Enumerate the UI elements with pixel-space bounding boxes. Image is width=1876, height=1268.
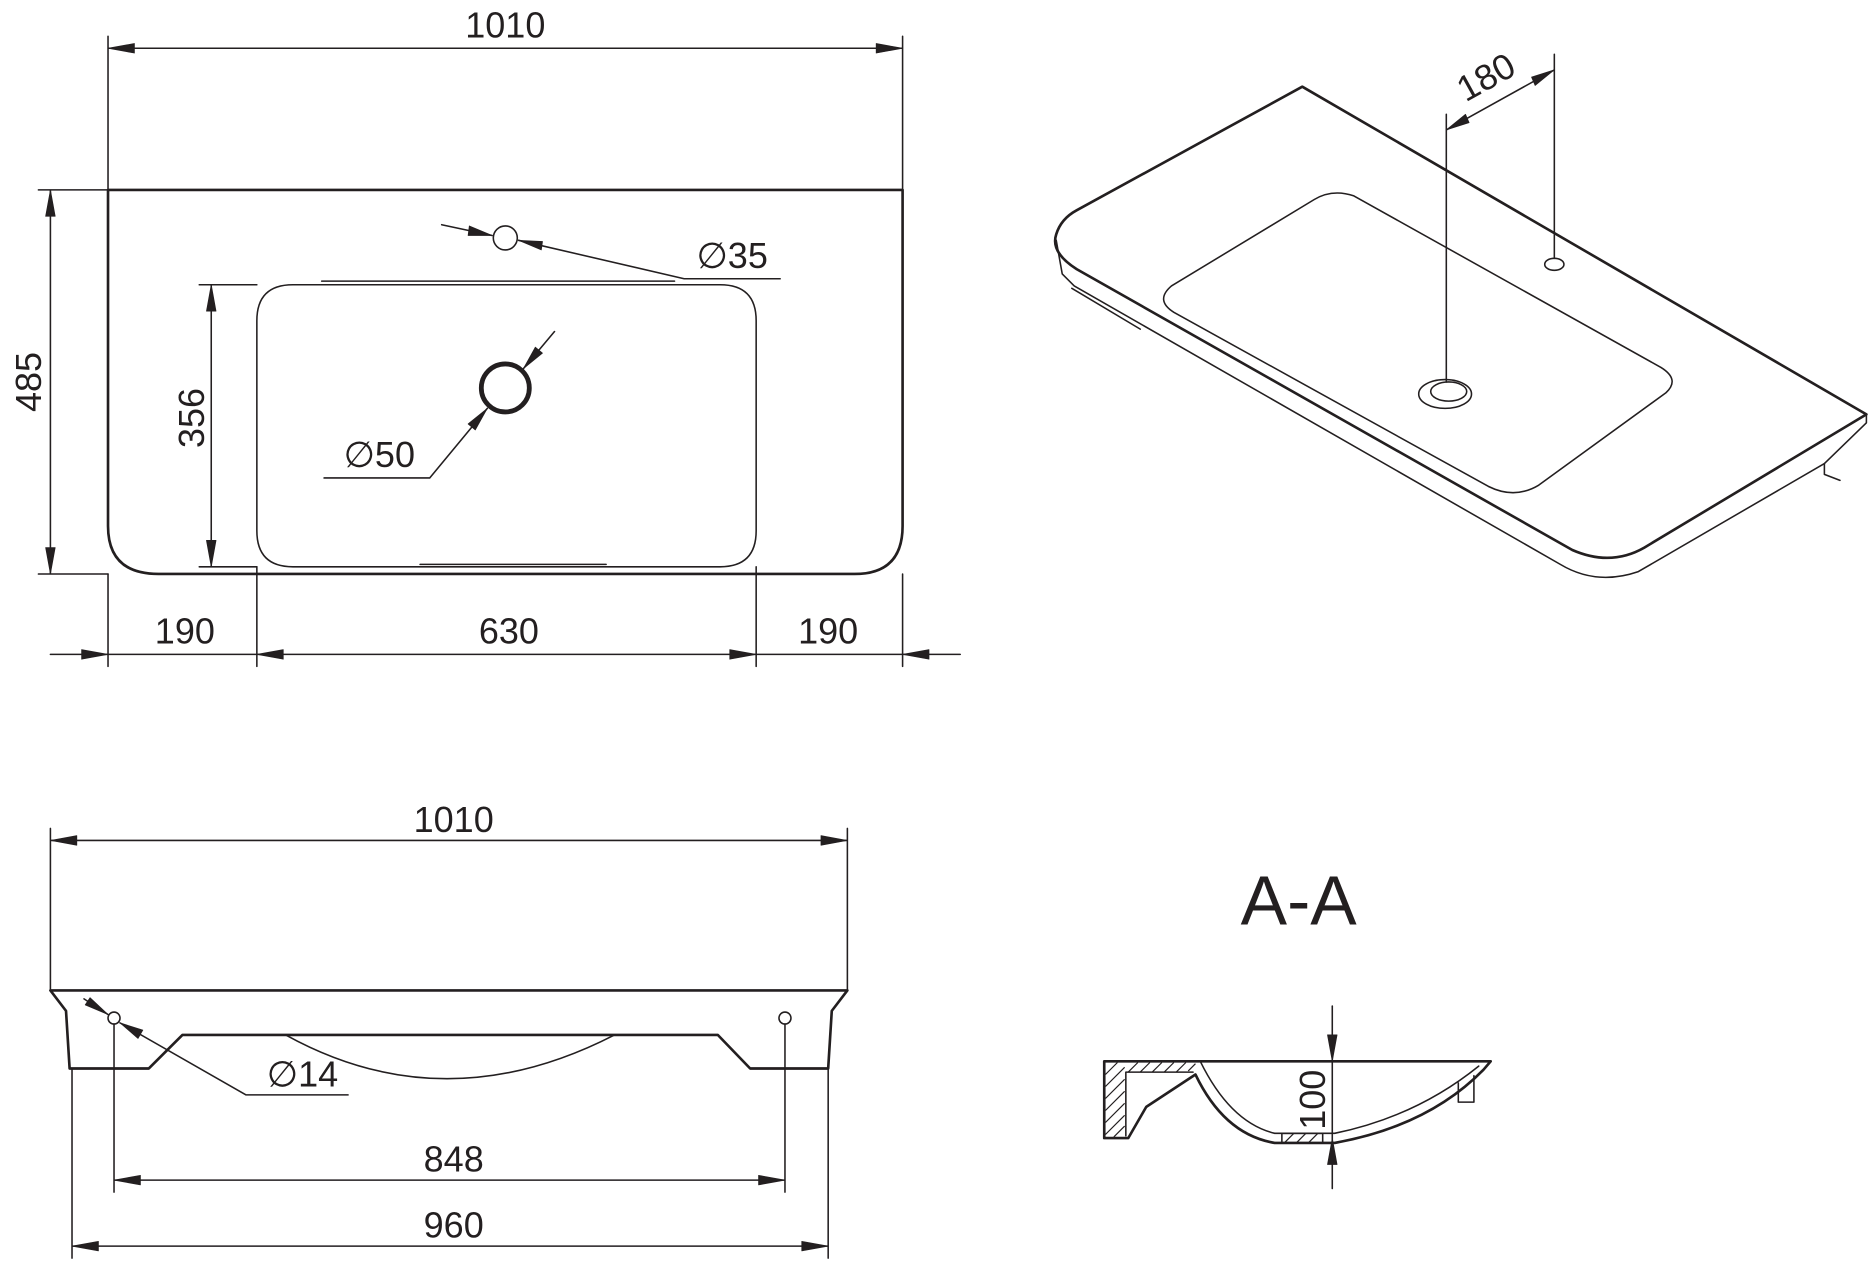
dimension-line (113, 1023, 786, 1193)
dimension-arrows (50, 835, 848, 846)
front-outline (49, 989, 849, 1070)
dim-drain: ∅50 (323, 330, 556, 479)
dim-basin-depth: 356 (171, 283, 258, 568)
iso-basin-outline (1162, 192, 1673, 494)
iso-front-thickness (1055, 239, 1868, 579)
iso-top-surface (1053, 85, 1868, 560)
plan-view: 1010 485 356 190 630 190 ∅35 (8, 4, 961, 668)
dimension-label: 100 (1292, 1070, 1333, 1130)
section-wall-inner (1125, 1071, 1194, 1137)
dimension-line (49, 566, 961, 668)
dimension-label: 485 (8, 352, 49, 412)
dimension-arrows (1445, 69, 1555, 131)
sink-top-outline (106, 188, 904, 576)
dimension-line (37, 189, 109, 575)
drain-hole (478, 361, 532, 415)
right-margin-label: 190 (798, 611, 858, 652)
faucet-hole (492, 225, 519, 251)
front-bowl-curve (284, 1034, 616, 1080)
dimension-arrows (1327, 1034, 1338, 1165)
dim-section-depth: 100 (1292, 1005, 1338, 1190)
mounting-hole-left (107, 1011, 121, 1025)
dimension-arrows (107, 43, 903, 54)
isometric-view: 180 (1053, 44, 1868, 579)
dimension-label: 960 (424, 1205, 484, 1246)
dimension-label: 848 (424, 1139, 484, 1180)
dimension-label: 356 (171, 388, 212, 448)
basin-outline (256, 283, 757, 568)
section-hatching (1105, 1062, 1319, 1144)
dimension-line (49, 827, 849, 992)
section-drain (1281, 1132, 1324, 1144)
dim-mounting-hole: ∅14 (83, 997, 349, 1096)
section-bowl-surface (1199, 1060, 1480, 1135)
dimension-arrows (113, 1174, 786, 1186)
dim-overall-depth: 485 (8, 189, 109, 575)
dimension-arrows (206, 284, 217, 568)
dimension-label: 1010 (465, 4, 545, 45)
dim-faucet-hole: ∅35 (440, 223, 781, 280)
iso-drain-inner (1429, 381, 1468, 402)
dimension-line (1445, 53, 1556, 383)
mounting-hole-right (778, 1011, 792, 1025)
section-view: A-A 100 (1102, 861, 1493, 1190)
dimension-line (198, 283, 258, 568)
dimension-label: 1010 (414, 799, 494, 840)
dim-overall-width: 1010 (107, 4, 904, 191)
section-title: A-A (1241, 861, 1358, 939)
dimension-line (71, 1067, 829, 1259)
left-margin-label: 190 (155, 611, 215, 652)
dim-base-width: 960 (71, 1067, 829, 1259)
front-view: 1010 ∅14 848 960 (49, 799, 849, 1259)
dim-front-width: 1010 (49, 799, 849, 992)
dimension-line (107, 35, 904, 191)
basin-width-label: 630 (479, 611, 539, 652)
faucet-hole-label: ∅35 (696, 235, 767, 276)
iso-drain-outer (1417, 378, 1473, 410)
drain-label: ∅50 (344, 434, 415, 475)
dimension-arrows (71, 1240, 829, 1252)
dimension-arrows (45, 189, 56, 575)
dim-mounting-spacing: 848 (113, 1023, 786, 1193)
iso-support-leg (1071, 287, 1841, 482)
dimension-arrows (81, 649, 930, 660)
dim-chain-bottom: 190 630 190 (49, 566, 961, 668)
leader-arrows (84, 997, 144, 1039)
basin-rim-line (320, 280, 676, 566)
dimension-label: 180 (1450, 44, 1522, 109)
leader-arrows (467, 225, 543, 251)
section-bracket (1457, 1074, 1475, 1103)
dim-faucet-offset: 180 (1445, 44, 1556, 383)
mounting-hole-label: ∅14 (267, 1053, 338, 1094)
leader-arrows (467, 346, 543, 431)
iso-faucet-hole (1543, 257, 1565, 272)
